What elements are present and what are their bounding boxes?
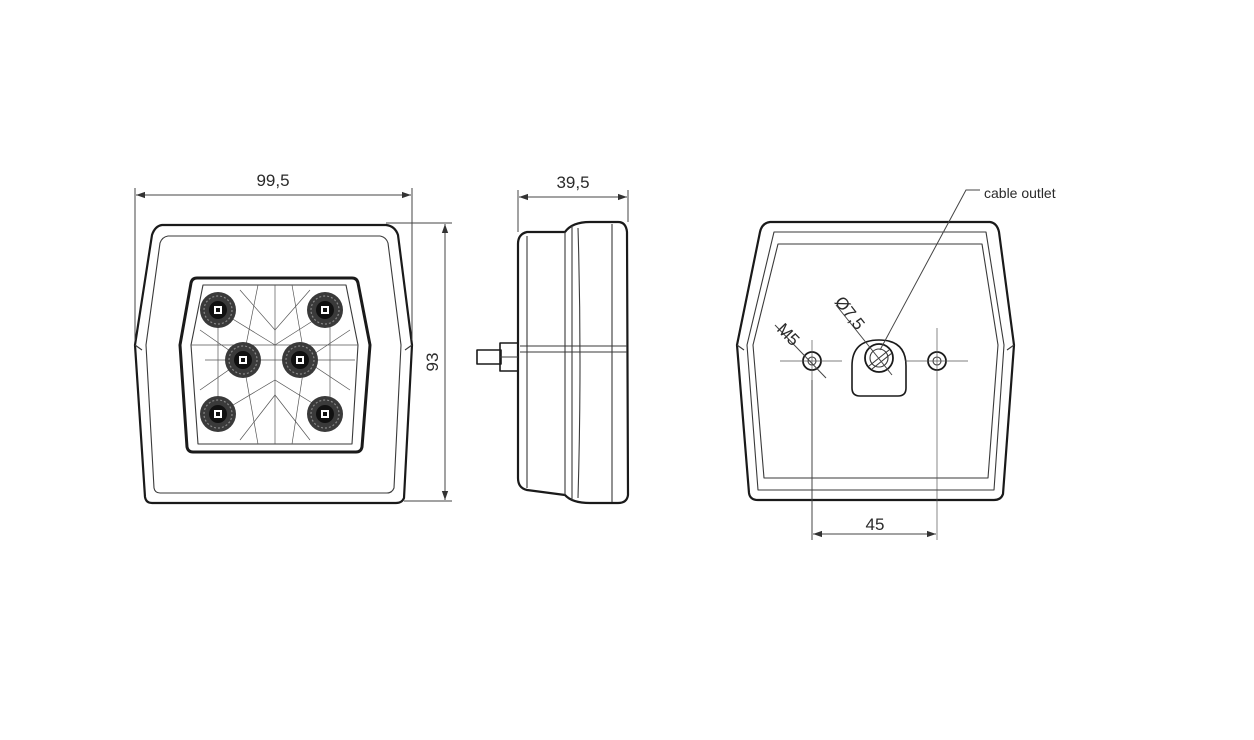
led: [307, 396, 343, 432]
front-lens-frame: [178, 276, 372, 454]
front-height-label: 93: [423, 353, 442, 372]
cable-outlet-label: cable outlet: [984, 185, 1056, 201]
side-depth-label: 39,5: [556, 173, 589, 192]
side-view: 39,5: [476, 173, 630, 505]
bolt-spacing-label: 45: [866, 515, 885, 534]
front-housing-outline: [133, 223, 414, 505]
led: [200, 292, 236, 328]
hole-diameter-label: Ø7,5: [831, 293, 869, 334]
side-depth-dimension: 39,5: [517, 173, 629, 232]
cable-outlet-callout: cable outlet: [879, 185, 1056, 351]
bolt-spacing-dimension: 45: [811, 380, 936, 540]
led: [282, 342, 318, 378]
front-view: 99,5 93: [133, 171, 452, 505]
rear-view: M5 Ø7,5 cable outlet 45: [735, 185, 1056, 540]
front-width-label: 99,5: [256, 171, 289, 190]
side-cable-stub: [476, 342, 519, 372]
led: [200, 396, 236, 432]
rear-housing-outline: [735, 220, 1016, 502]
thread-callout: M5: [773, 320, 827, 379]
side-housing-outline: [516, 220, 630, 505]
rear-bolt-right: [905, 328, 968, 540]
rear-bolt-left: [780, 340, 842, 382]
led: [307, 292, 343, 328]
thread-label: M5: [773, 320, 803, 350]
front-height-dimension: 93: [386, 222, 452, 502]
led: [225, 342, 261, 378]
hole-diameter-callout: Ø7,5: [831, 293, 893, 376]
rear-cable-outlet: [851, 339, 907, 397]
front-width-dimension: 99,5: [134, 171, 413, 340]
front-housing-inner-rim: [145, 235, 402, 494]
front-led-group: [200, 292, 343, 432]
